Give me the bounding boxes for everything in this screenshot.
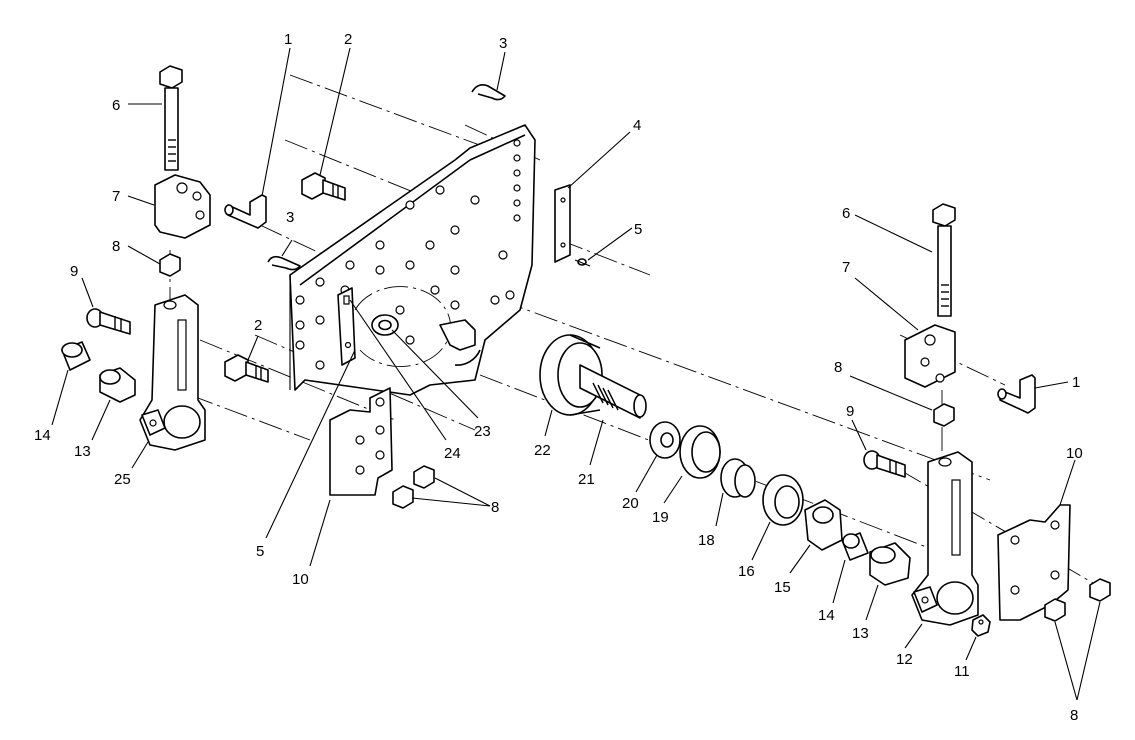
part-11-grease-fitting [971, 614, 991, 637]
part-1-pin-right [997, 374, 1036, 414]
spring-coils [592, 382, 619, 411]
part-1-pin-left [224, 194, 267, 229]
callout-4: 4 [633, 117, 641, 134]
callout-15: 15 [774, 579, 791, 596]
part-10-bracket-right [997, 504, 1071, 621]
callout-12: 12 [896, 651, 913, 668]
plate-holes [295, 139, 521, 370]
callout-13: 13 [852, 625, 869, 642]
part-8-nuts-right-bottom [1044, 578, 1111, 622]
part-8-nut-left-top [159, 253, 181, 277]
part-23-washer [371, 314, 399, 336]
part-2-bolt-lower [224, 354, 269, 383]
callout-19: 19 [652, 509, 669, 526]
part-6-bolt-right [932, 203, 956, 317]
callout-14: 14 [818, 607, 835, 624]
part-18-bearing [720, 458, 756, 498]
callout-18: 18 [698, 532, 715, 549]
part-16-seal [762, 474, 804, 526]
part-9-bolt-left [86, 308, 131, 335]
callout-24: 24 [444, 445, 461, 462]
callout-10: 10 [292, 571, 309, 588]
callout-2: 2 [254, 317, 262, 334]
callout-7: 7 [842, 259, 850, 276]
part-12-arm-right [911, 451, 979, 626]
callout-16: 16 [738, 563, 755, 580]
part-5-pin-upper [574, 258, 591, 267]
callout-22: 22 [534, 442, 551, 459]
callout-8: 8 [112, 238, 120, 255]
part-3-cotter-pin-upper [471, 84, 506, 101]
callout-7: 7 [112, 188, 120, 205]
callout-2: 2 [344, 31, 352, 48]
callout-14: 14 [34, 427, 51, 444]
part-7-clamp-block-right [904, 324, 956, 388]
callout-25: 25 [114, 471, 131, 488]
part-13-sleeve-right [869, 542, 911, 586]
callout-13: 13 [74, 443, 91, 460]
leader-lines [51, 47, 1101, 701]
callout-1: 1 [1072, 374, 1080, 391]
callout-10: 10 [1066, 445, 1083, 462]
part-8-nuts-left-bottom [392, 465, 435, 509]
callout-8: 8 [834, 359, 842, 376]
part-10-bracket-left [329, 387, 393, 496]
callout-labels: 1 2 3 4 5 6 7 8 9 3 2 14 13 25 23 24 22 … [34, 31, 1083, 724]
callout-21: 21 [578, 471, 595, 488]
part-25-arm-left [139, 294, 206, 451]
part-9-bolt-right [863, 450, 906, 478]
part-14-bushing-left [61, 341, 91, 371]
part-14-bushing-right [841, 532, 869, 561]
part-24-strip [337, 287, 356, 366]
part-7-clamp-block-left [154, 174, 211, 239]
part-8-nut-right-top [933, 403, 955, 427]
callout-8: 8 [1070, 707, 1078, 724]
callout-23: 23 [474, 423, 491, 440]
callout-5: 5 [634, 221, 642, 238]
callout-5: 5 [256, 543, 264, 560]
part-13-sleeve-left [99, 367, 136, 403]
part-6-bolt-left [159, 65, 183, 171]
callout-11: 11 [954, 663, 970, 680]
callout-6: 6 [112, 97, 120, 114]
callout-20: 20 [622, 495, 639, 512]
part-19-ring [679, 425, 721, 479]
callout-3: 3 [286, 209, 294, 226]
part-15-fitting [804, 499, 843, 551]
callout-6: 6 [842, 205, 850, 222]
callout-9: 9 [846, 403, 854, 420]
side-plate [289, 124, 536, 396]
callout-8: 8 [491, 499, 499, 516]
part-4-plate [554, 184, 571, 263]
part-21-spring-shaft [579, 364, 647, 419]
callout-3: 3 [499, 35, 507, 52]
part-2-bolt-upper [301, 172, 346, 201]
part-3-cotter-pin-lower [267, 255, 301, 271]
callout-1: 1 [284, 31, 292, 48]
part-20-washer [649, 421, 681, 459]
callout-9: 9 [70, 263, 78, 280]
